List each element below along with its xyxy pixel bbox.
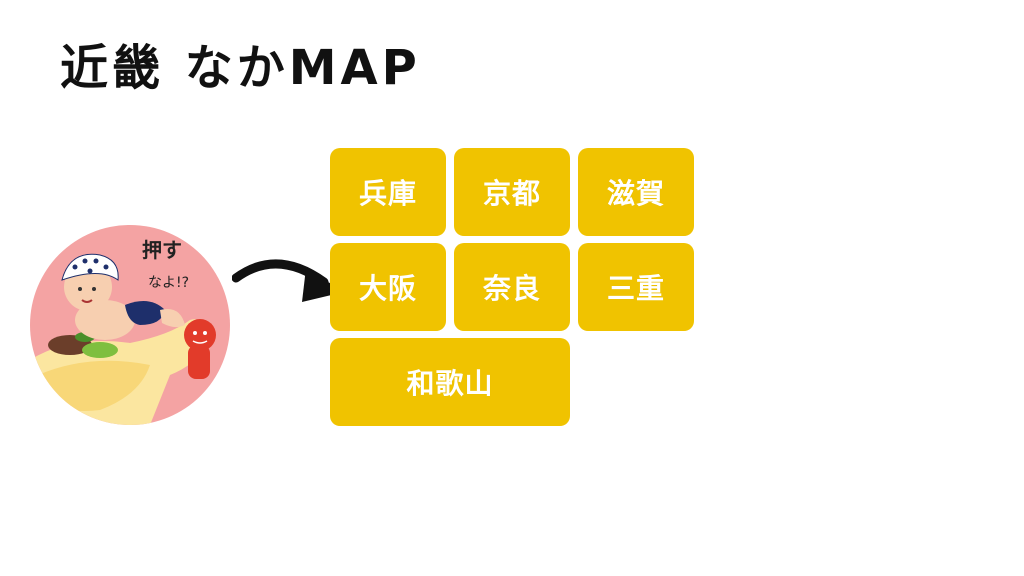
prefecture-label: 京都 [482, 177, 541, 210]
prefecture-button-hyogo[interactable]: 兵庫 [330, 148, 446, 236]
prefecture-button-wakayama[interactable]: 和歌山 [330, 338, 570, 426]
prefecture-label: 兵庫 [358, 177, 417, 210]
illustration-caption-2: なよ!? [148, 275, 189, 291]
prefecture-label: 滋賀 [606, 177, 665, 210]
prefecture-button-mie[interactable]: 三重 [578, 243, 694, 331]
illustration-image: 押す なよ!? [30, 225, 230, 425]
prefecture-button-osaka[interactable]: 大阪 [330, 243, 446, 331]
prefecture-label: 奈良 [482, 272, 541, 305]
prefecture-label: 大阪 [358, 272, 417, 305]
page-title: 近畿 なかMAP [60, 40, 421, 96]
prefecture-button-nara[interactable]: 奈良 [454, 243, 570, 331]
prefecture-label: 三重 [606, 272, 665, 305]
prefecture-label: 和歌山 [406, 367, 494, 400]
prefecture-button-shiga[interactable]: 滋賀 [578, 148, 694, 236]
illustration-caption-1: 押す [142, 238, 182, 262]
prefecture-button-kyoto[interactable]: 京都 [454, 148, 570, 236]
